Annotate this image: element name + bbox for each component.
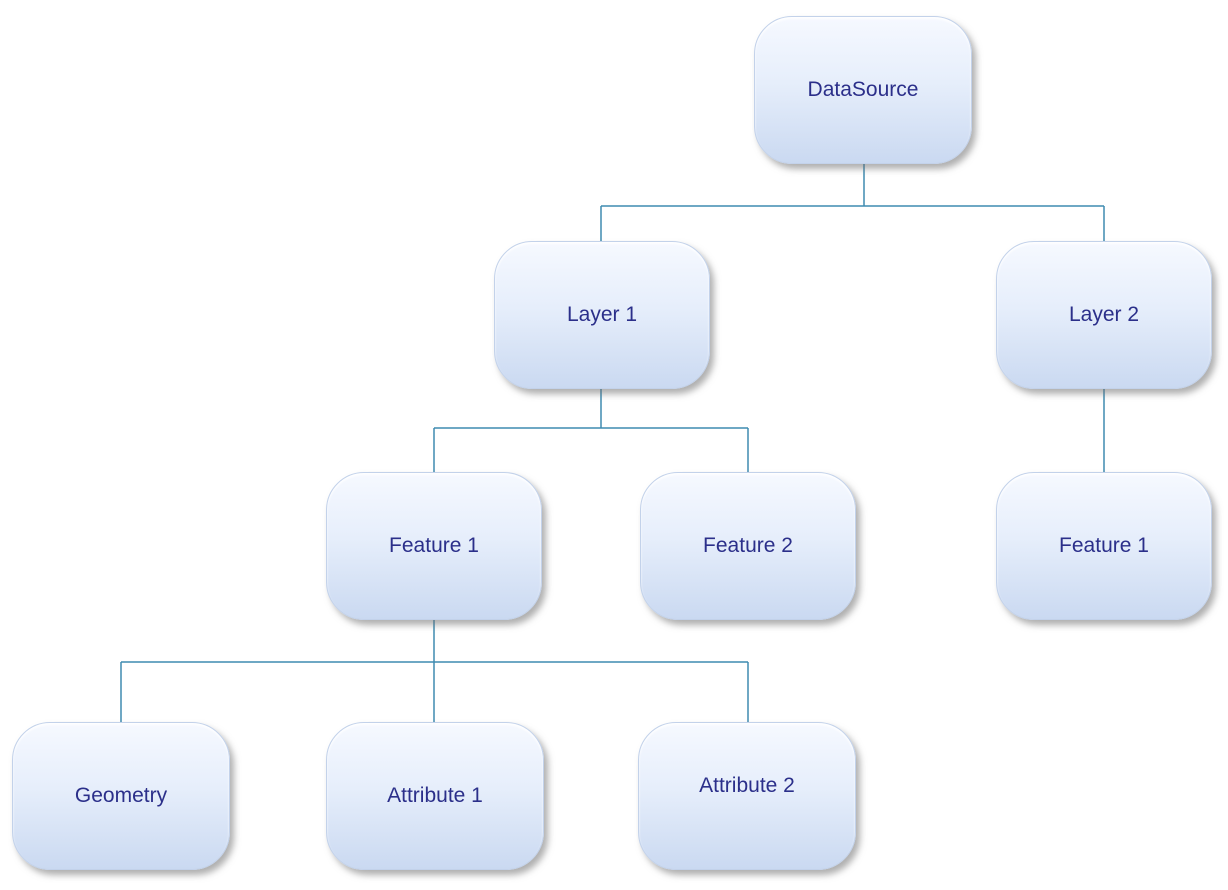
- node-datasource[interactable]: DataSource: [754, 16, 972, 164]
- node-layer1-feature2[interactable]: Feature 2: [640, 472, 856, 620]
- node-layer2-feature1[interactable]: Feature 1: [996, 472, 1212, 620]
- node-label: Feature 1: [1059, 534, 1149, 557]
- node-geometry[interactable]: Geometry: [12, 722, 230, 870]
- node-attribute1[interactable]: Attribute 1: [326, 722, 544, 870]
- node-layer1[interactable]: Layer 1: [494, 241, 710, 389]
- node-attribute2[interactable]: Attribute 2: [638, 722, 856, 870]
- node-label: Feature 2: [703, 534, 793, 557]
- node-label: Layer 2: [1068, 303, 1140, 326]
- node-layer2[interactable]: Layer 2: [996, 241, 1212, 389]
- node-label: Attribute 1: [387, 784, 483, 807]
- node-label: Geometry: [74, 784, 168, 807]
- node-label: Attribute 2: [699, 774, 795, 797]
- node-label: Layer 1: [566, 303, 638, 326]
- node-layer1-feature1[interactable]: Feature 1: [326, 472, 542, 620]
- node-label: DataSource: [807, 78, 919, 101]
- node-label: Feature 1: [389, 534, 479, 557]
